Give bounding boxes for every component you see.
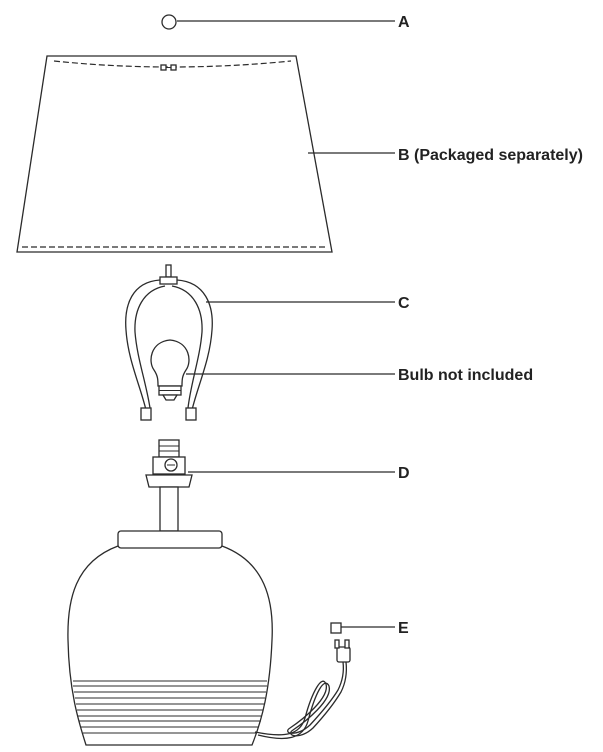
label-a: A [398,14,410,31]
socket-part [145,439,193,532]
base-stripes [73,680,267,734]
power-cord-part [254,622,351,740]
label-b: B (Packaged separately) [398,147,583,164]
label-c: C [398,295,410,312]
lamp-shade-part [16,55,333,253]
finial-part [161,14,177,30]
label-bulb: Bulb not included [398,367,533,384]
harp-part [125,264,213,421]
lamp-base-part [67,530,273,746]
label-d: D [398,465,410,482]
light-bulb-illustration [150,339,190,401]
label-e: E [398,620,409,637]
